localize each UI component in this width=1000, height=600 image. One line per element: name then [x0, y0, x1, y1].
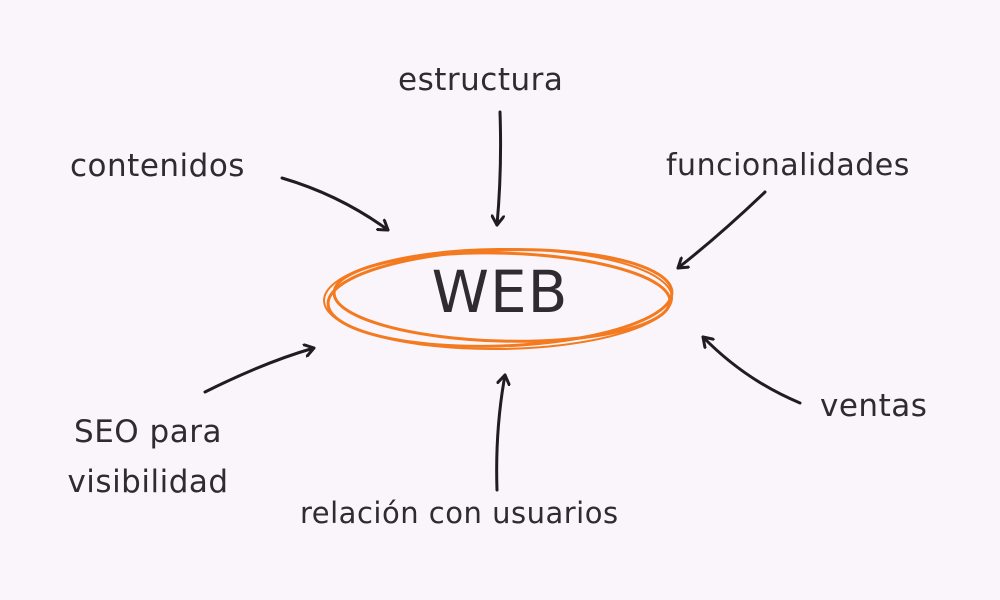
label-funcionalidades: funcionalidades [666, 148, 910, 183]
label-seo-line2: visibilidad [67, 464, 229, 500]
arrow-contenidos [280, 176, 390, 232]
arrow-seo [203, 348, 316, 394]
arrow-funcionalidades [676, 190, 767, 270]
label-relacion: relación con usuarios [300, 496, 619, 530]
label-contenidos: contenidos [70, 148, 245, 184]
label-ventas: ventas [820, 388, 928, 424]
arrow-estructura [497, 110, 501, 227]
label-estructura: estructura [398, 62, 564, 98]
arrow-ventas [701, 335, 802, 405]
arrow-relacion [495, 373, 505, 492]
label-seo-line1: SEO para [74, 414, 222, 450]
web-ring [323, 247, 674, 351]
center-label-web: WEB [431, 258, 569, 326]
